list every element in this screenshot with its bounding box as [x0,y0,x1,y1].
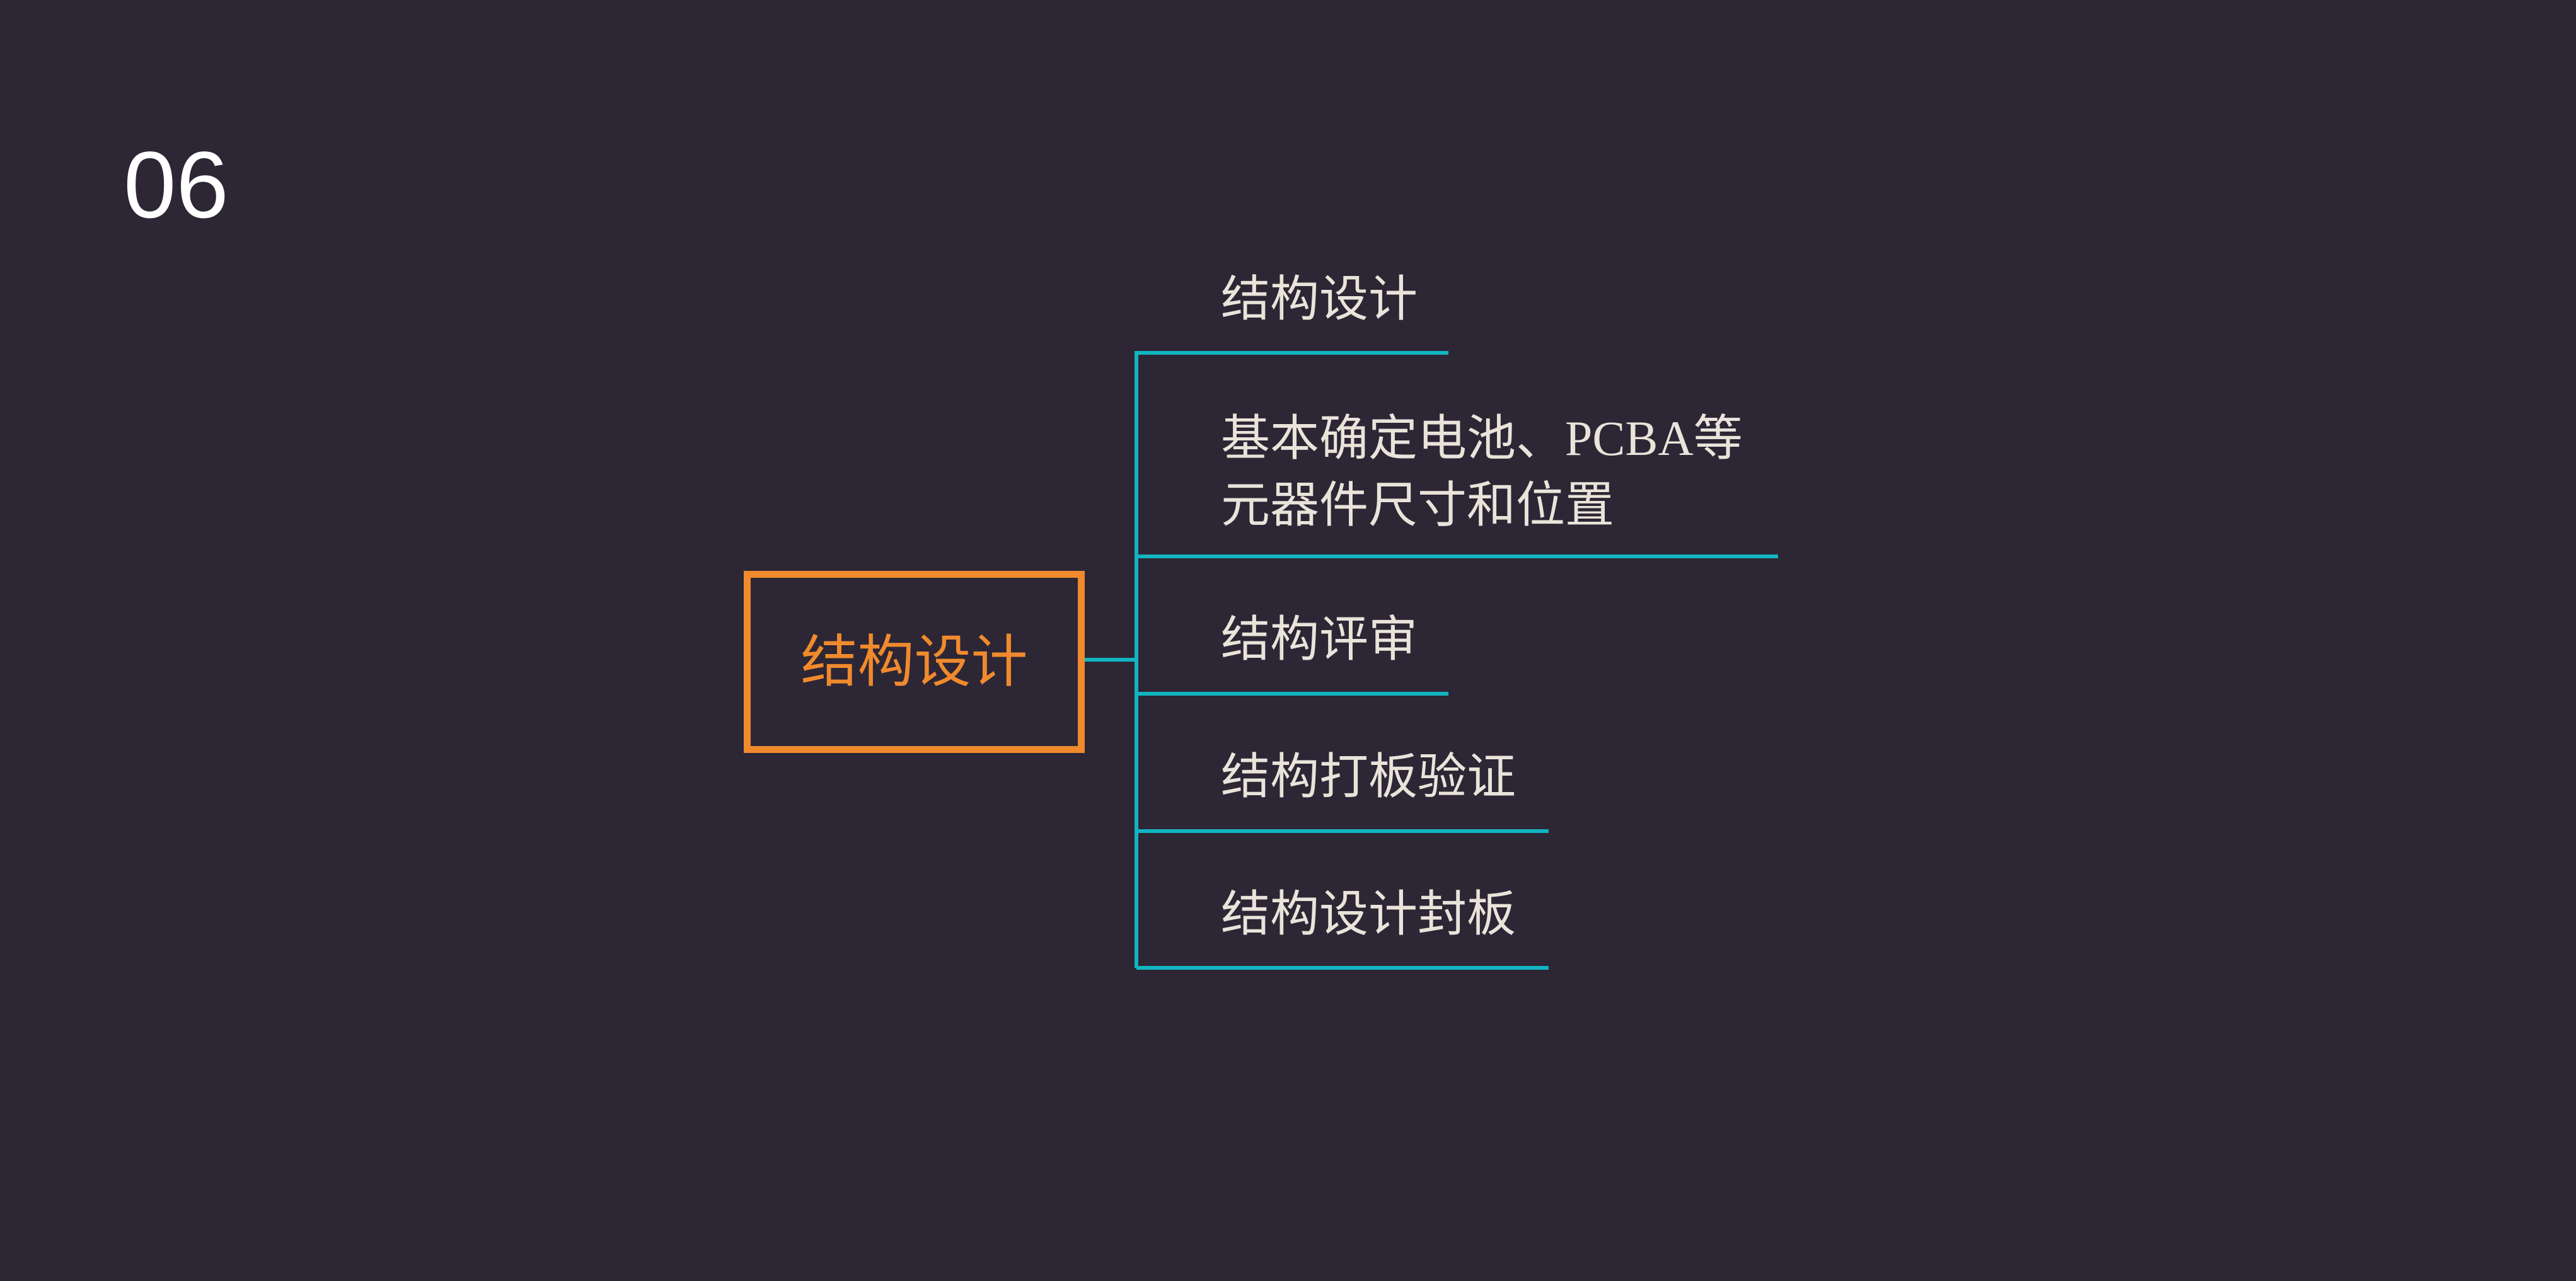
branch-node-4: 结构打板验证 [1221,749,1516,805]
root-node-label: 结构设计 [800,628,1028,695]
branch-node-5: 结构设计封板 [1221,886,1516,943]
branch-node-2: 基本确定电池、PCBA等 元器件尺寸和位置 [1221,405,1743,539]
slide-number: 06 [124,132,229,238]
root-node: 结构设计 [744,571,1085,753]
branch-node-2-text-a: 基本确定电池、 [1221,410,1566,467]
branch-node-2-line-2: 元器件尺寸和位置 [1221,477,1615,534]
branch-node-2-text-c: 等 [1693,410,1743,467]
branch-node-2-line-1: 基本确定电池、PCBA等 [1221,405,1743,472]
branch-node-3: 结构评审 [1221,611,1418,668]
branch-node-1: 结构设计 [1221,271,1418,328]
branch-node-2-text-b: PCBA [1565,411,1694,466]
